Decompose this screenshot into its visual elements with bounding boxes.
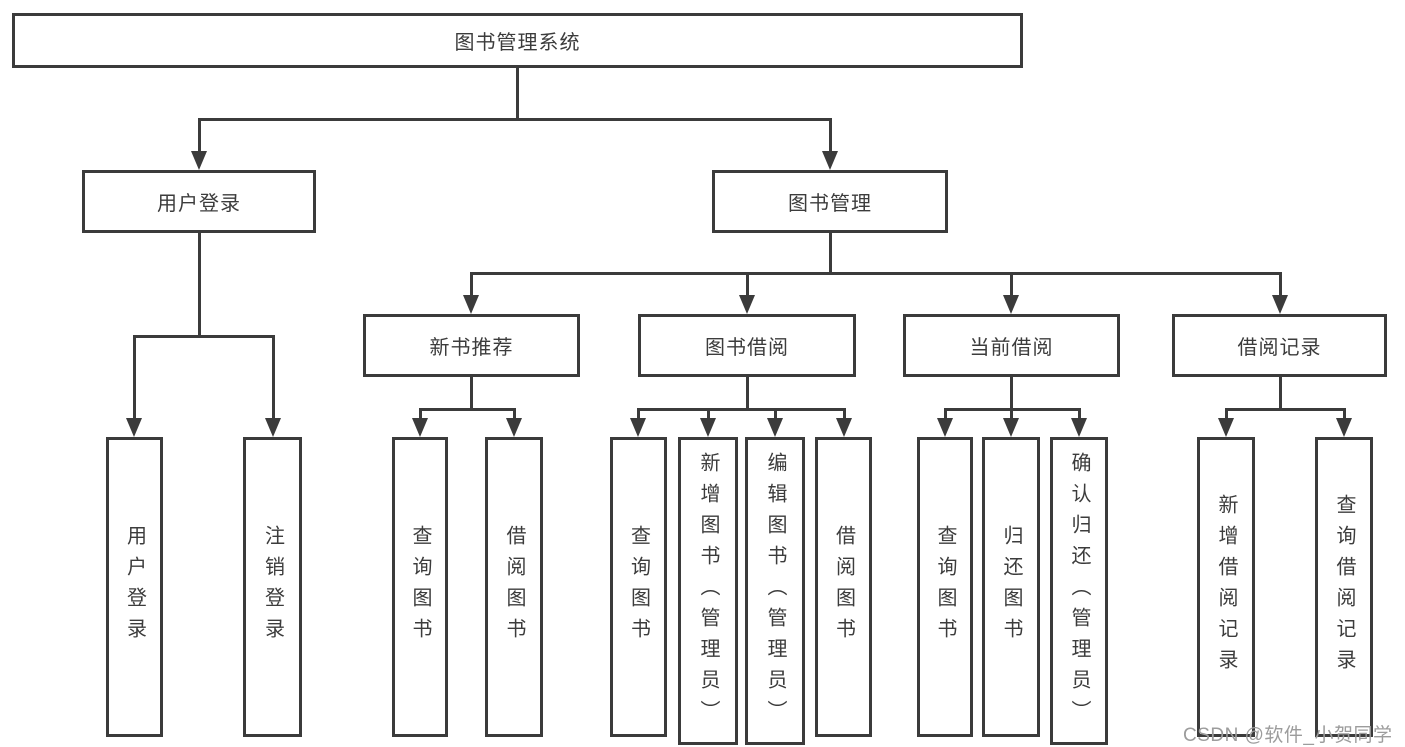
connector-stem bbox=[745, 377, 749, 409]
connector-arrow-shaft bbox=[745, 273, 749, 300]
connector-arrow-shaft bbox=[1224, 409, 1228, 423]
arrowhead-icon bbox=[1218, 418, 1234, 437]
arrowhead-icon bbox=[630, 418, 646, 437]
connector-arrow-shaft bbox=[1077, 409, 1081, 423]
connector-arrow-shaft bbox=[1342, 409, 1346, 423]
watermark: CSDN @软件_小贺同学 bbox=[1183, 725, 1393, 746]
arrowhead-icon bbox=[767, 418, 783, 437]
connector-stem bbox=[1009, 377, 1013, 409]
connector-rail bbox=[418, 407, 516, 411]
arrowhead-icon bbox=[1272, 295, 1288, 314]
arrowhead-icon bbox=[412, 418, 428, 437]
connector-arrow-shaft bbox=[271, 336, 275, 423]
connector-arrow-shaft bbox=[1278, 273, 1282, 300]
connector-stem bbox=[197, 233, 201, 336]
connector-arrow-shaft bbox=[512, 409, 516, 423]
arrowhead-icon bbox=[463, 295, 479, 314]
connector-stem bbox=[828, 233, 832, 273]
connector-stem bbox=[515, 68, 519, 119]
node-book-borrow-label: 图书借阅 bbox=[705, 337, 789, 359]
connector-rail bbox=[197, 117, 832, 121]
arrowhead-icon bbox=[937, 418, 953, 437]
connector-arrow-shaft bbox=[842, 409, 846, 423]
arrowhead-icon bbox=[265, 418, 281, 437]
connector-rail bbox=[469, 271, 1282, 275]
connector-stem bbox=[1278, 377, 1282, 409]
leaf-cb-confirm-return-admin: 确认归还（管理员） bbox=[1050, 437, 1108, 745]
arrowhead-icon bbox=[1003, 295, 1019, 314]
connector-arrow-shaft bbox=[418, 409, 422, 423]
node-user-login: 用户登录 bbox=[82, 170, 316, 233]
connector-arrow-shaft bbox=[636, 409, 640, 423]
connector-arrow-shaft bbox=[706, 409, 710, 423]
leaf-cb-return-books: 归还图书 bbox=[982, 437, 1040, 737]
leaf-logout-label: 注销登录 bbox=[261, 525, 284, 649]
arrowhead-icon bbox=[191, 151, 207, 170]
node-user-login-label: 用户登录 bbox=[157, 193, 241, 215]
leaf-logout: 注销登录 bbox=[243, 437, 302, 737]
arrowhead-icon bbox=[836, 418, 852, 437]
leaf-cb-return-books-label: 归还图书 bbox=[1000, 525, 1022, 649]
leaf-user-login-label: 用户登录 bbox=[123, 525, 146, 649]
arrowhead-icon bbox=[1071, 418, 1087, 437]
leaf-user-login: 用户登录 bbox=[106, 437, 163, 737]
leaf-bb-edit-books-admin: 编辑图书（管理员） bbox=[745, 437, 805, 745]
connector-arrow-shaft bbox=[132, 336, 136, 423]
node-current-borrow-label: 当前借阅 bbox=[969, 337, 1054, 359]
connector-arrow-shaft bbox=[943, 409, 947, 423]
connector-stem bbox=[469, 377, 473, 409]
leaf-br-query-record-label: 查询借阅记录 bbox=[1333, 494, 1355, 680]
leaf-bb-query-books: 查询图书 bbox=[610, 437, 667, 737]
connector-rail bbox=[636, 407, 846, 411]
node-borrow-records-label: 借阅记录 bbox=[1237, 337, 1322, 359]
leaf-br-add-record: 新增借阅记录 bbox=[1197, 437, 1255, 737]
connector-arrow-shaft bbox=[773, 409, 777, 423]
leaf-bb-borrow-books: 借阅图书 bbox=[815, 437, 872, 737]
leaf-nbr-query-books: 查询图书 bbox=[392, 437, 448, 737]
leaf-bb-query-books-label: 查询图书 bbox=[627, 525, 650, 649]
leaf-cb-query-books-label: 查询图书 bbox=[934, 525, 956, 649]
connector-rail bbox=[132, 334, 275, 338]
node-book-borrow: 图书借阅 bbox=[638, 314, 856, 377]
leaf-nbr-borrow-books-label: 借阅图书 bbox=[503, 525, 525, 649]
arrowhead-icon bbox=[700, 418, 716, 437]
connector-arrow-shaft bbox=[469, 273, 473, 300]
leaf-br-query-record: 查询借阅记录 bbox=[1315, 437, 1373, 737]
arrowhead-icon bbox=[822, 151, 838, 170]
node-new-book-recommend: 新书推荐 bbox=[363, 314, 580, 377]
arrowhead-icon bbox=[739, 295, 755, 314]
connector-arrow-shaft bbox=[197, 119, 201, 156]
node-root: 图书管理系统 bbox=[12, 13, 1023, 68]
arrowhead-icon bbox=[1003, 418, 1019, 437]
node-book-management: 图书管理 bbox=[712, 170, 948, 233]
arrowhead-icon bbox=[126, 418, 142, 437]
leaf-cb-confirm-return-admin-label: 确认归还（管理员） bbox=[1068, 451, 1090, 731]
node-borrow-records: 借阅记录 bbox=[1172, 314, 1387, 377]
node-book-management-label: 图书管理 bbox=[788, 193, 872, 215]
leaf-bb-edit-books-admin-label: 编辑图书（管理员） bbox=[764, 451, 786, 731]
connector-arrow-shaft bbox=[1009, 409, 1013, 423]
connector-arrow-shaft bbox=[828, 119, 832, 156]
leaf-br-add-record-label: 新增借阅记录 bbox=[1215, 494, 1237, 680]
arrowhead-icon bbox=[506, 418, 522, 437]
node-root-label: 图书管理系统 bbox=[454, 32, 581, 54]
leaf-cb-query-books: 查询图书 bbox=[917, 437, 973, 737]
arrowhead-icon bbox=[1336, 418, 1352, 437]
node-new-book-recommend-label: 新书推荐 bbox=[429, 337, 514, 359]
leaf-nbr-query-books-label: 查询图书 bbox=[409, 525, 431, 649]
connector-rail bbox=[1224, 407, 1346, 411]
connector-arrow-shaft bbox=[1009, 273, 1013, 300]
node-current-borrow: 当前借阅 bbox=[903, 314, 1120, 377]
leaf-nbr-borrow-books: 借阅图书 bbox=[485, 437, 543, 737]
leaf-bb-borrow-books-label: 借阅图书 bbox=[832, 525, 855, 649]
leaf-bb-add-books-admin-label: 新增图书（管理员） bbox=[697, 451, 719, 731]
leaf-bb-add-books-admin: 新增图书（管理员） bbox=[678, 437, 738, 745]
